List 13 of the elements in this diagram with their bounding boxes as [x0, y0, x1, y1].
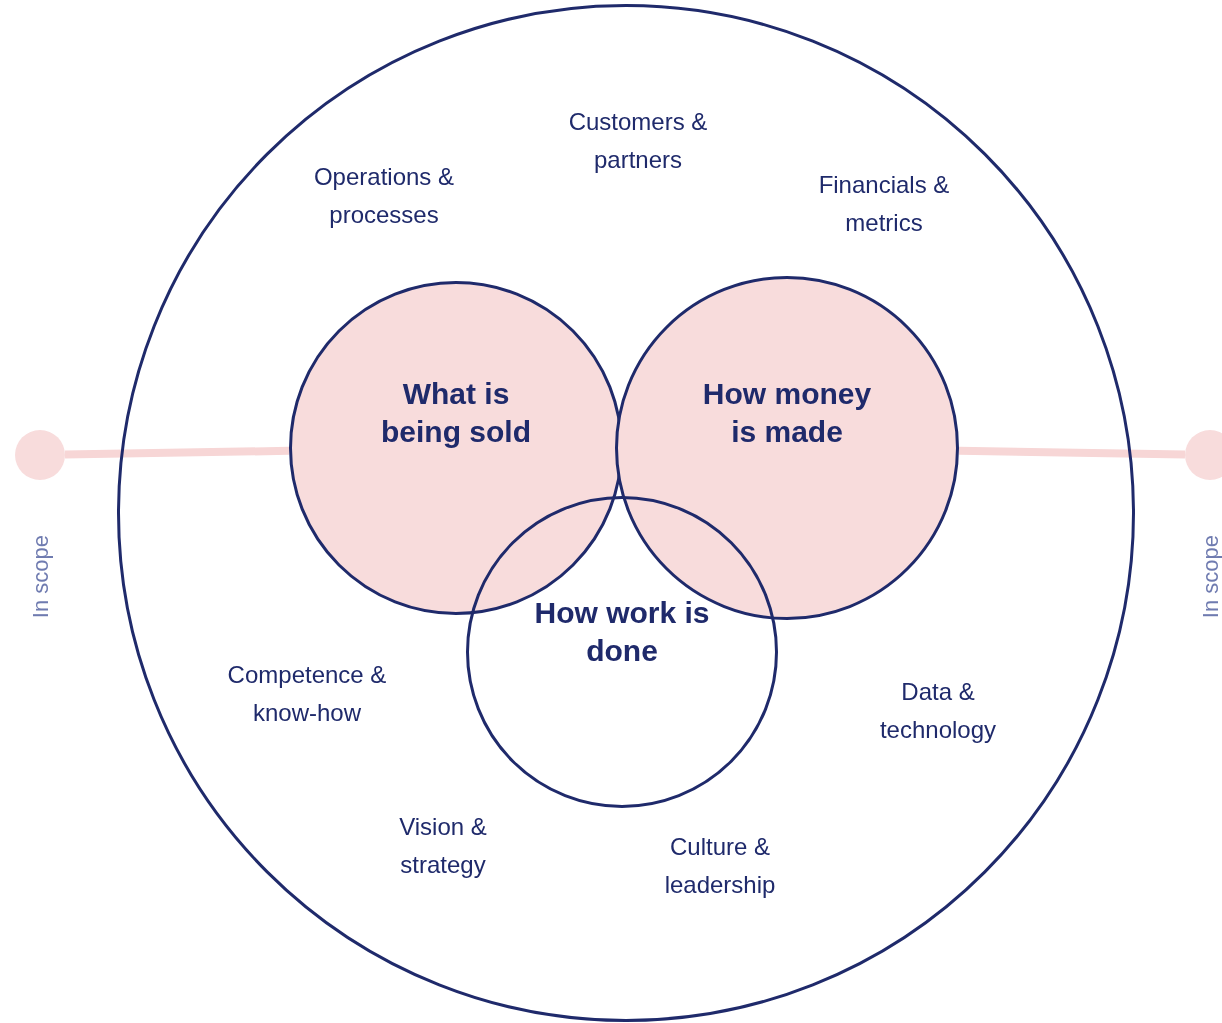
side-label: In scope: [28, 535, 54, 619]
area-label: Data & technology: [878, 677, 998, 745]
area-label: Operations & processes: [312, 162, 456, 230]
circle-label: What is being sold: [380, 376, 532, 450]
connector-line: [64, 446, 290, 459]
area-label: Competence & know-how: [226, 660, 388, 728]
area-label: Vision & strategy: [398, 812, 488, 880]
area-label: Financials & metrics: [817, 170, 951, 238]
connector-line: [958, 446, 1186, 459]
area-label: Customers & partners: [567, 107, 709, 175]
circle-label: How money is made: [701, 376, 873, 450]
circle-label: How work is done: [533, 595, 711, 669]
area-label: Culture & leadership: [663, 832, 777, 900]
